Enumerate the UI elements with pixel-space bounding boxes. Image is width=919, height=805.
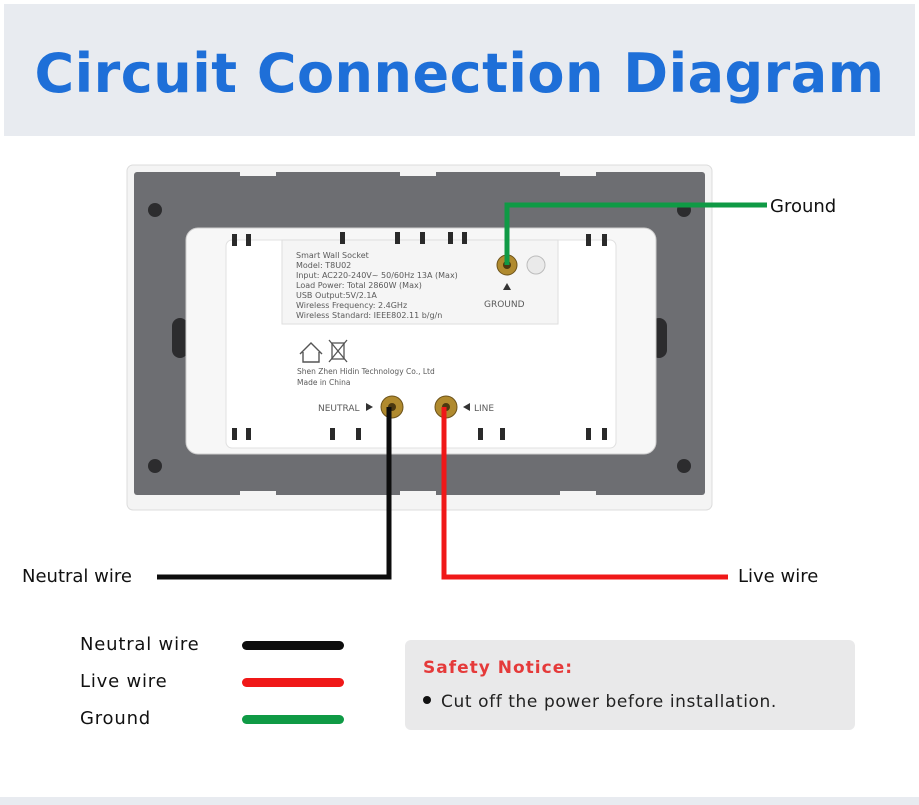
safety-notice-title: Safety Notice: <box>423 658 574 678</box>
footer-strip <box>0 797 919 805</box>
indoor-use-icon <box>299 342 323 363</box>
weee-bin-icon <box>328 339 348 363</box>
screw-hole <box>148 203 162 217</box>
safety-notice-text: Cut off the power before installation. <box>441 692 777 712</box>
notch <box>560 170 596 176</box>
legend-item-neutral: Neutral wire <box>80 634 380 658</box>
notch <box>400 491 436 497</box>
legend-label: Neutral wire <box>80 634 200 655</box>
line-arrow-icon <box>463 403 470 411</box>
device-label-line: Wireless Standard: IEEE802.11 b/g/n <box>296 311 442 320</box>
mount-slot <box>172 318 188 358</box>
notch <box>400 170 436 176</box>
notch <box>560 491 596 497</box>
legend-item-ground: Ground <box>80 708 380 732</box>
live-callout: Live wire <box>738 566 819 587</box>
vent-slots <box>232 232 607 440</box>
earth-symbol <box>526 255 546 275</box>
bullet-icon <box>423 696 431 704</box>
neutral-arrow-icon <box>366 403 373 411</box>
legend-item-live: Live wire <box>80 671 380 695</box>
legend-label: Live wire <box>80 671 168 692</box>
device-label-line: USB Output:5V/2.1A <box>296 291 377 300</box>
legend-swatch <box>242 641 344 650</box>
neutral-terminal-label: NEUTRAL <box>318 404 360 414</box>
title-banner: Circuit Connection Diagram <box>4 4 915 136</box>
safety-notice-item: Cut off the power before installation. <box>423 692 777 712</box>
safety-notice: Safety Notice: Cut off the power before … <box>405 640 855 730</box>
ground-terminal-label: GROUND <box>484 300 525 310</box>
legend-swatch <box>242 715 344 724</box>
device-label-line: Smart Wall Socket <box>296 251 369 260</box>
live-wire <box>441 407 728 580</box>
ground-arrow-icon <box>503 283 511 290</box>
device-label-line: Load Power: Total 2860W (Max) <box>296 281 422 290</box>
screw-hole <box>677 459 691 473</box>
notch <box>240 170 276 176</box>
page-title: Circuit Connection Diagram <box>34 42 885 105</box>
ground-wire <box>504 202 767 265</box>
device-label-line: Wireless Frequency: 2.4GHz <box>296 301 407 310</box>
label-plate <box>281 239 559 325</box>
neutral-callout: Neutral wire <box>22 566 132 587</box>
origin-text: Made in China <box>297 378 350 387</box>
device-label-line: Model: T8U02 <box>296 261 351 270</box>
notch <box>240 491 276 497</box>
screw-hole <box>148 459 162 473</box>
ground-callout: Ground <box>770 196 837 217</box>
manufacturer-text: Shen Zhen Hidin Technology Co., Ltd <box>297 367 435 376</box>
device-label-line: Input: AC220-240V~ 50/60Hz 13A (Max) <box>296 271 458 280</box>
neutral-wire <box>157 407 392 580</box>
legend-swatch <box>242 678 344 687</box>
line-terminal-label: LINE <box>474 404 494 414</box>
legend-label: Ground <box>80 708 152 729</box>
